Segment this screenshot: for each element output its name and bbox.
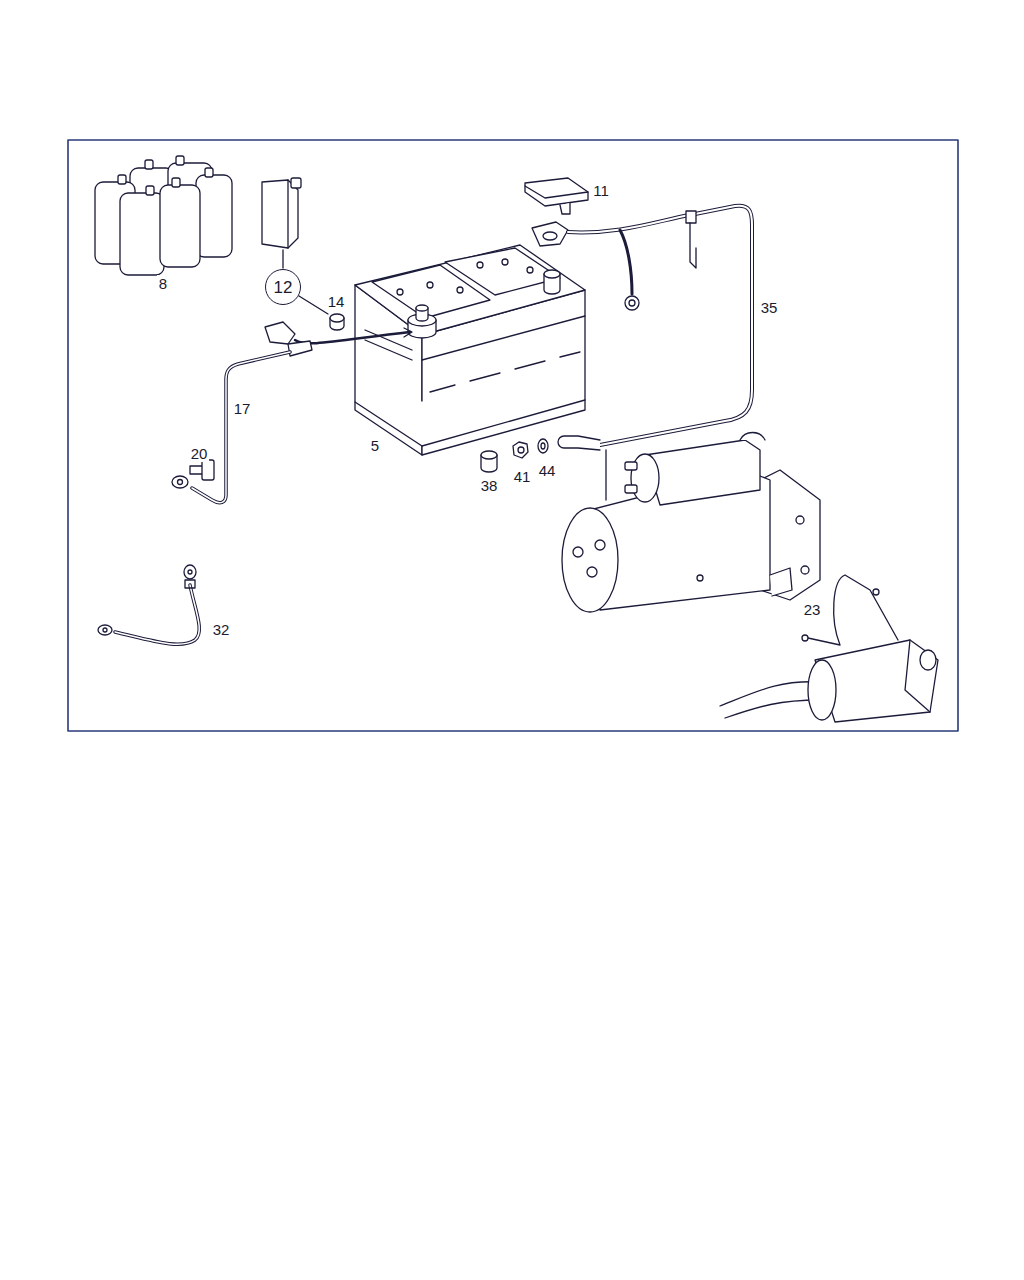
post-cap bbox=[330, 314, 344, 330]
callout-number: 20 bbox=[189, 445, 210, 462]
frame bbox=[68, 140, 958, 731]
ground-strap bbox=[98, 565, 199, 644]
callout-circle: 12 bbox=[265, 269, 301, 305]
callout-number: 11 bbox=[591, 182, 611, 199]
ground-cable bbox=[172, 322, 412, 503]
callout-number: 12 bbox=[274, 279, 293, 296]
callout-number: 8 bbox=[157, 275, 169, 292]
callout-number: 38 bbox=[479, 477, 500, 494]
callout-number: 5 bbox=[369, 437, 381, 454]
callout-number: 32 bbox=[211, 621, 232, 638]
leader-line bbox=[282, 250, 283, 268]
callout-number: 35 bbox=[759, 299, 780, 316]
battery bbox=[355, 245, 585, 455]
bolt bbox=[190, 460, 214, 480]
cell-pack bbox=[95, 156, 232, 275]
muffler-and-wire bbox=[720, 575, 938, 722]
terminal-cover bbox=[262, 178, 301, 248]
leader-line bbox=[299, 296, 328, 314]
callout-number: 41 bbox=[512, 468, 533, 485]
terminal-cap bbox=[525, 178, 588, 214]
callout-number: 44 bbox=[537, 462, 558, 479]
starter-motor bbox=[562, 433, 820, 613]
callout-number: 14 bbox=[326, 293, 347, 310]
positive-cable bbox=[532, 206, 752, 450]
callout-number: 17 bbox=[232, 400, 253, 417]
callout-number: 23 bbox=[802, 601, 823, 618]
